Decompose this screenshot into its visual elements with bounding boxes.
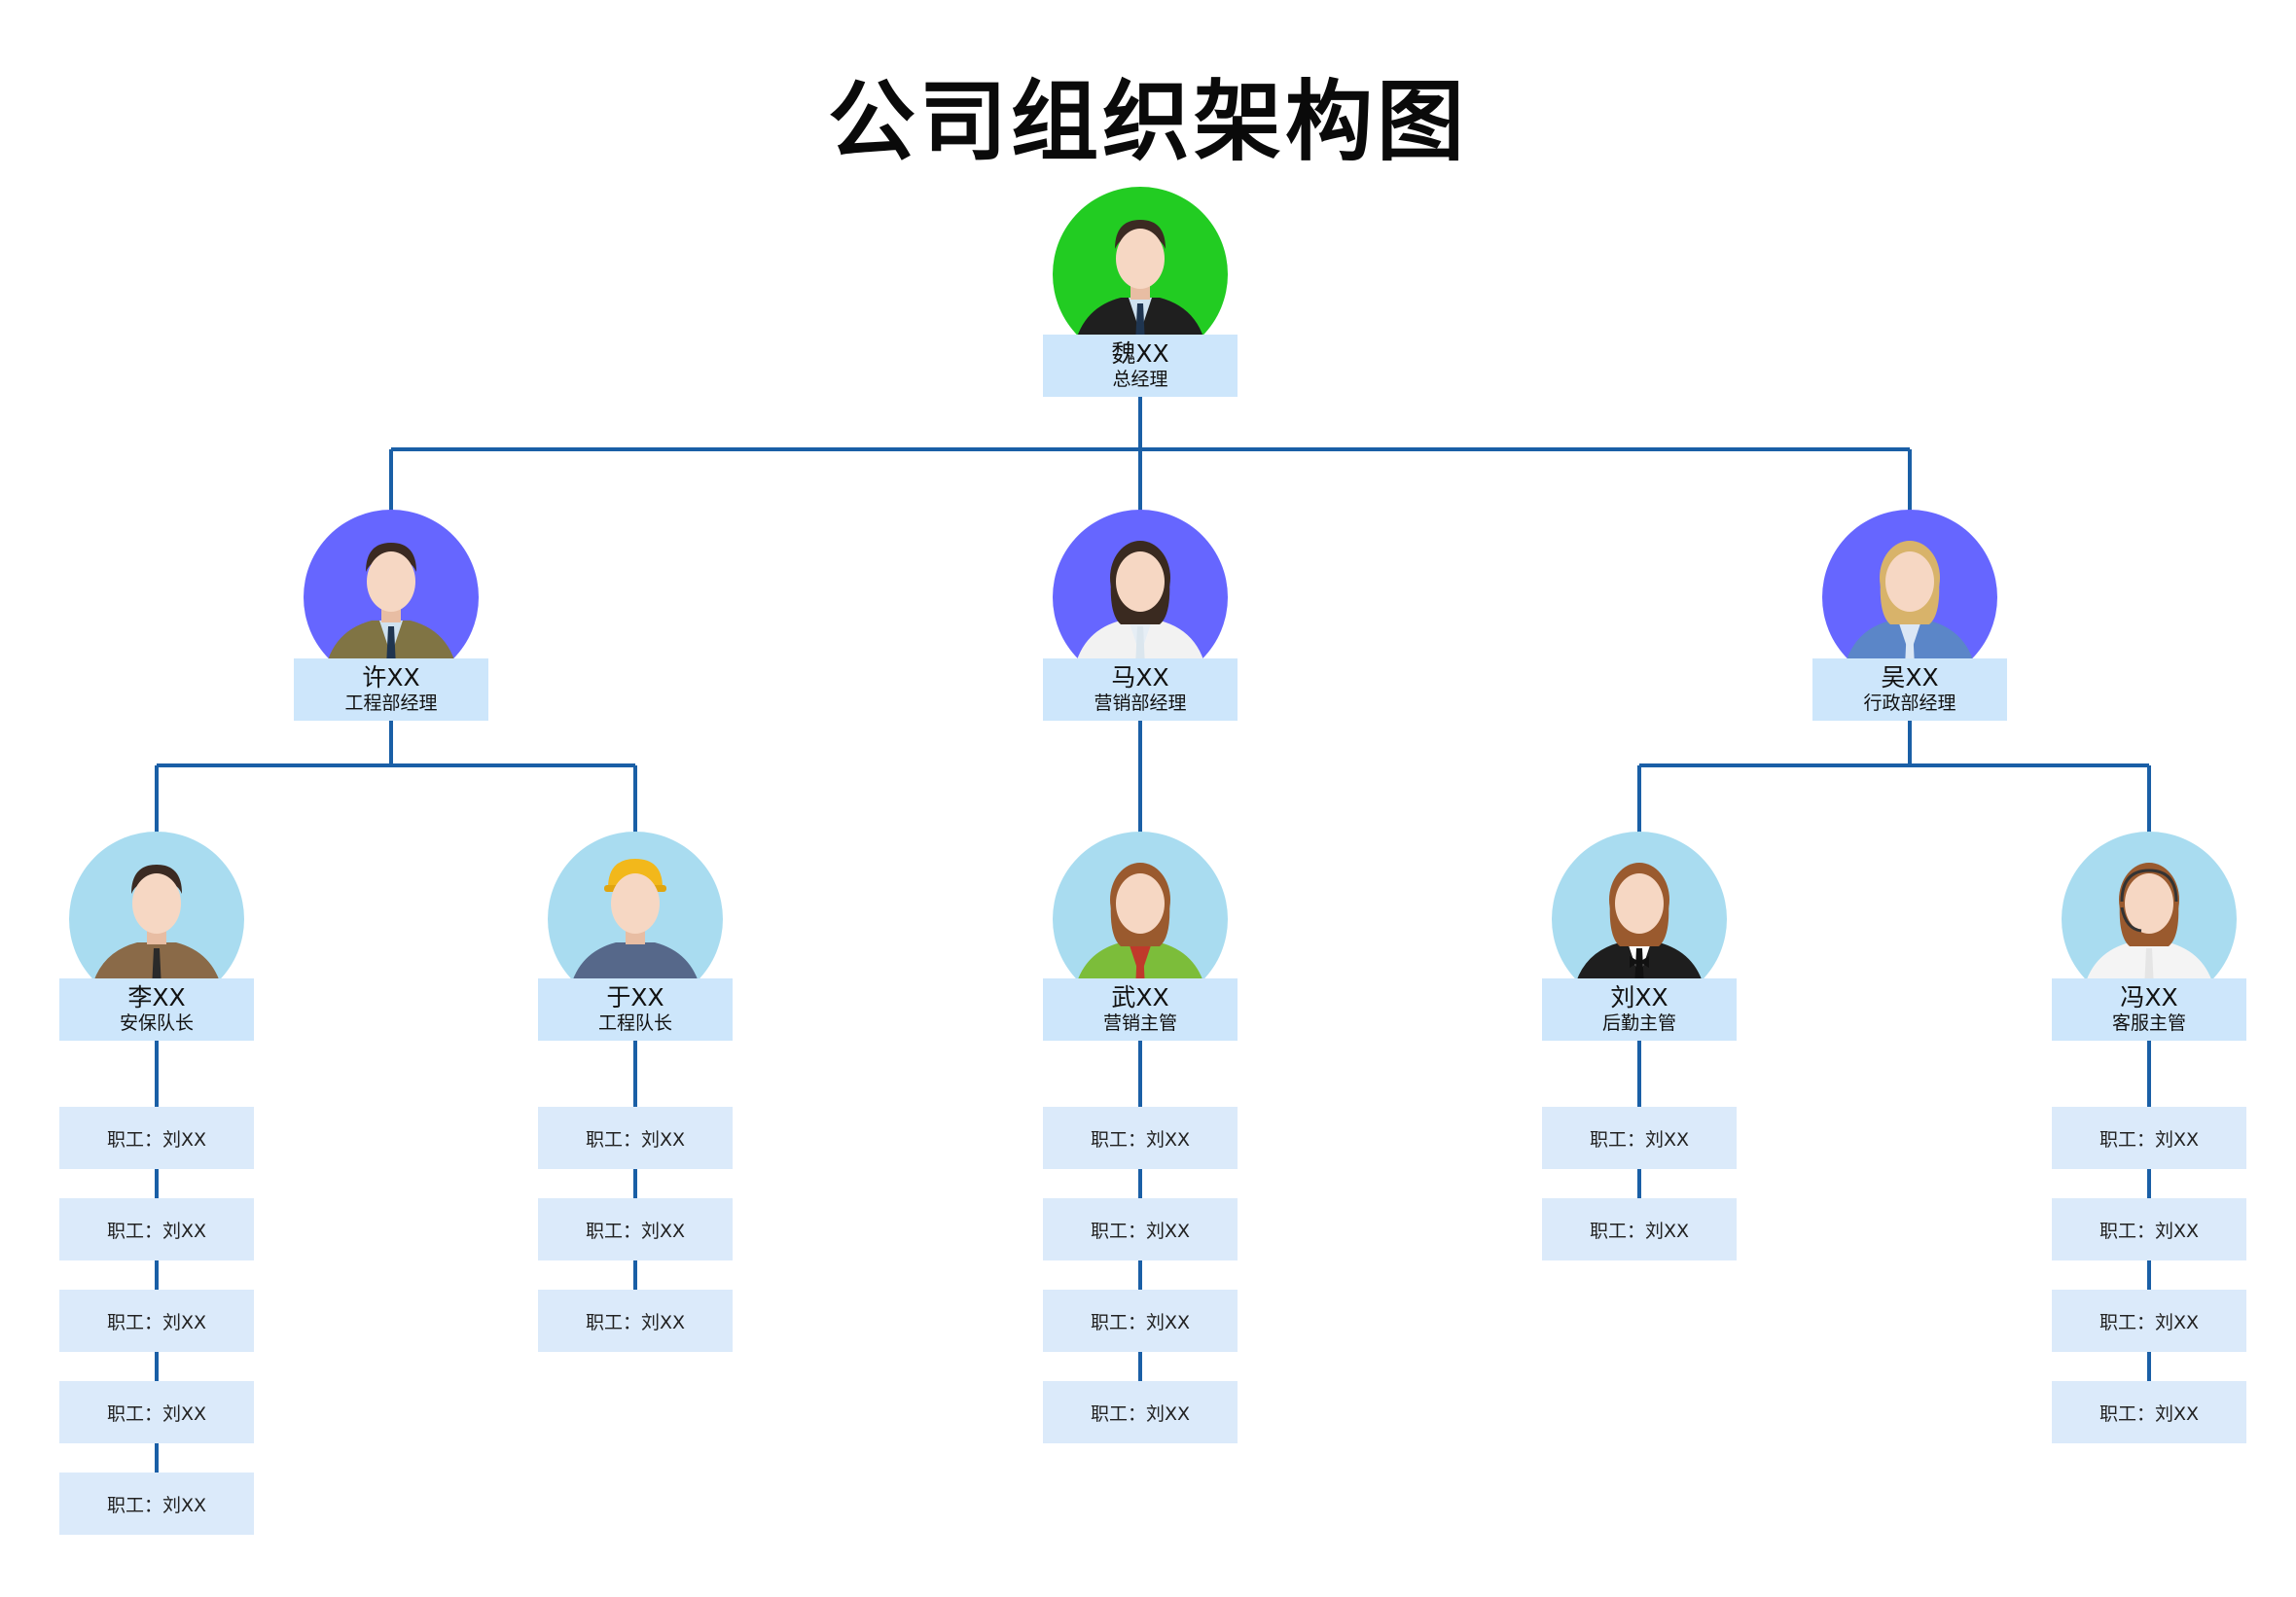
staff-box: 职工：刘XX bbox=[59, 1198, 254, 1260]
staff-box: 职工：刘XX bbox=[59, 1290, 254, 1352]
staff-box: 职工：刘XX bbox=[1542, 1107, 1737, 1169]
person-role: 营销部经理 bbox=[1094, 692, 1187, 714]
staff-box: 职工：刘XX bbox=[1542, 1198, 1737, 1260]
person-role: 安保队长 bbox=[119, 1012, 194, 1034]
person-role: 客服主管 bbox=[2111, 1012, 2186, 1034]
staff-box: 职工：刘XX bbox=[2052, 1381, 2246, 1443]
person-name: 马XX bbox=[1111, 663, 1169, 692]
person-name: 刘XX bbox=[1610, 983, 1668, 1011]
person-name: 于XX bbox=[606, 983, 664, 1011]
staff-box: 职工：刘XX bbox=[538, 1198, 733, 1260]
staff-box: 职工：刘XX bbox=[1043, 1198, 1238, 1260]
staff-box: 职工：刘XX bbox=[538, 1107, 733, 1169]
person-name: 李XX bbox=[127, 983, 186, 1011]
person-role: 总经理 bbox=[1112, 369, 1168, 390]
staff-box: 职工：刘XX bbox=[1043, 1107, 1238, 1169]
person-name: 许XX bbox=[362, 663, 420, 692]
staff-box: 职工：刘XX bbox=[59, 1473, 254, 1535]
staff-box: 职工：刘XX bbox=[538, 1290, 733, 1352]
staff-box: 职工：刘XX bbox=[1043, 1290, 1238, 1352]
person-name: 冯XX bbox=[2120, 983, 2178, 1011]
staff-box: 职工：刘XX bbox=[59, 1381, 254, 1443]
person-role: 工程部经理 bbox=[344, 692, 438, 714]
staff-box: 职工：刘XX bbox=[1043, 1381, 1238, 1443]
person-role: 行政部经理 bbox=[1863, 692, 1956, 714]
staff-box: 职工：刘XX bbox=[59, 1107, 254, 1169]
person-name: 魏XX bbox=[1111, 339, 1169, 368]
person-name: 吴XX bbox=[1881, 663, 1939, 692]
staff-box: 职工：刘XX bbox=[2052, 1107, 2246, 1169]
person-role: 营销主管 bbox=[1102, 1012, 1177, 1034]
chart-title: 公司组织架构图 bbox=[828, 71, 1468, 173]
person-role: 工程队长 bbox=[597, 1012, 672, 1034]
staff-box: 职工：刘XX bbox=[2052, 1198, 2246, 1260]
staff-box: 职工：刘XX bbox=[2052, 1290, 2246, 1352]
person-name: 武XX bbox=[1111, 983, 1169, 1011]
person-role: 后勤主管 bbox=[1601, 1012, 1676, 1034]
